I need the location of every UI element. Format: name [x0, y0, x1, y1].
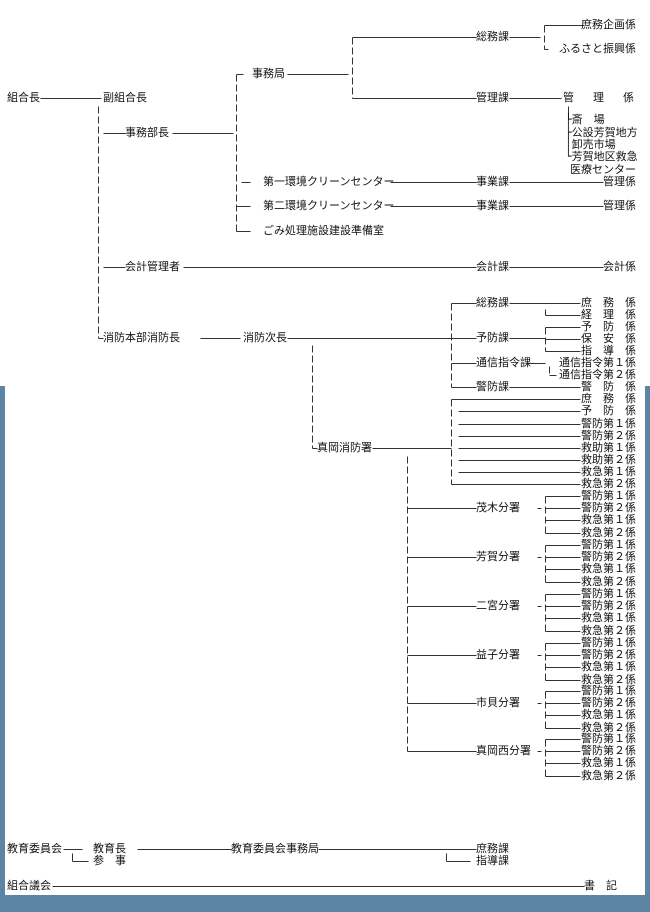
org-unit-label: 警防第１係	[581, 489, 636, 502]
org-unit-label: 救急第１係	[581, 513, 636, 526]
org-unit-label: 警防第１係	[581, 538, 636, 551]
org-unit-label: 会計管理者	[125, 260, 180, 273]
org-unit-label: ├公設芳賀地方	[565, 126, 638, 139]
org-unit-label: 予 防 係	[581, 320, 636, 333]
org-unit-label: 事務局	[252, 67, 285, 80]
org-unit-label: 警防第１係	[581, 587, 636, 600]
org-unit-label: 警防第２係	[581, 599, 636, 612]
org-unit-label: 教育委員会	[7, 842, 62, 855]
org-unit-label: 事業課	[476, 199, 509, 212]
org-unit-label: 副組合長	[103, 91, 147, 104]
org-unit-label: 指 導 係	[581, 344, 636, 357]
org-unit-label: 警防第２係	[581, 744, 636, 757]
org-unit-label: 通信指令第２係	[559, 368, 636, 381]
org-unit-label: 会計係	[603, 260, 636, 273]
org-unit-label: 組合議会	[7, 879, 51, 892]
org-unit-label: 庶務課	[476, 842, 509, 855]
org-unit-label: 教育委員会事務局	[231, 842, 319, 855]
chart-sheet-top	[0, 0, 650, 386]
org-unit-label: │卸売市場	[565, 138, 616, 151]
org-unit-label: ふるさと振興係	[559, 42, 636, 55]
org-unit-label: 警防課	[476, 380, 509, 393]
org-unit-label: ├斎 場	[565, 113, 605, 126]
org-unit-label: 消防本部消防長	[103, 331, 180, 344]
org-unit-label: 警防第１係	[581, 684, 636, 697]
org-unit-label: 警 防 係	[581, 380, 636, 393]
org-unit-label: 組合長	[7, 91, 40, 104]
org-unit-label: 救急第１係	[581, 708, 636, 721]
org-unit-label: 救急第１係	[581, 660, 636, 673]
org-unit-label: 管 理 係	[563, 91, 638, 104]
org-unit-label: 警防第２係	[581, 696, 636, 709]
org-unit-label: 第二環境クリーンセンター	[263, 199, 395, 212]
org-unit-label: 教育長	[93, 842, 126, 855]
org-unit-label: 救急第１係	[581, 465, 636, 478]
org-unit-label: 救急第２係	[581, 673, 636, 686]
org-unit-label: ごみ処理施設建設準備室	[263, 224, 384, 237]
org-unit-label: 保 安 係	[581, 332, 636, 345]
org-unit-label: 警防第２係	[581, 501, 636, 514]
chart-sheet	[5, 386, 645, 895]
org-unit-label: 管理課	[476, 91, 509, 104]
org-unit-label: 救急第１係	[581, 562, 636, 575]
org-unit-label: 医療センター	[570, 163, 636, 176]
org-unit-label: 会計課	[476, 260, 509, 273]
org-unit-label: 救助第１係	[581, 441, 636, 454]
org-unit-label: 予 防 係	[581, 404, 636, 417]
org-unit-label: 芳賀分署	[476, 550, 520, 563]
org-unit-label: 参 事	[93, 854, 126, 867]
org-unit-label: 消防次長	[243, 331, 287, 344]
org-unit-label: 救急第１係	[581, 611, 636, 624]
org-unit-label: 警防第１係	[581, 732, 636, 745]
org-unit-label: 市貝分署	[476, 696, 520, 709]
org-unit-label: 第一環境クリーンセンター	[263, 175, 395, 188]
org-unit-label: 茂木分署	[476, 501, 520, 514]
org-unit-label: 総務課	[476, 30, 509, 43]
org-unit-label: 救急第２係	[581, 624, 636, 637]
org-unit-label: 真岡西分署	[476, 744, 531, 757]
org-unit-label: 管理係	[603, 175, 636, 188]
org-unit-label: 救急第２係	[581, 575, 636, 588]
org-unit-label: 予防課	[476, 331, 509, 344]
org-unit-label: 庶 務 係	[581, 296, 636, 309]
org-unit-label: 警防第１係	[581, 417, 636, 430]
org-unit-label: 警防第１係	[581, 636, 636, 649]
org-unit-label: 通信指令課	[476, 356, 531, 369]
org-unit-label: 警防第２係	[581, 648, 636, 661]
org-unit-label: └芳賀地区救急	[565, 150, 638, 163]
org-unit-label: 経 理 係	[581, 308, 636, 321]
org-unit-label: 救急第１係	[581, 756, 636, 769]
org-unit-label: 警防第２係	[581, 429, 636, 442]
org-unit-label: 警防第２係	[581, 550, 636, 563]
org-unit-label: 救急第２係	[581, 477, 636, 490]
org-unit-label: 事業課	[476, 175, 509, 188]
org-unit-label: 通信指令第１係	[559, 356, 636, 369]
org-unit-label: 救急第２係	[581, 526, 636, 539]
org-unit-label: 書 記	[584, 879, 617, 892]
org-unit-label: 救急第２係	[581, 721, 636, 734]
org-unit-label: 二宮分署	[476, 599, 520, 612]
org-unit-label: 管理係	[603, 199, 636, 212]
org-unit-label: 庶務企画係	[581, 18, 636, 31]
org-unit-label: 指導課	[476, 854, 509, 867]
org-unit-label: 事務部長	[125, 126, 169, 139]
org-unit-label: 総務課	[476, 296, 509, 309]
org-unit-label: 真岡消防署	[317, 441, 372, 454]
org-unit-label: 庶 務 係	[581, 392, 636, 405]
org-unit-label: 救急第２係	[581, 769, 636, 782]
org-unit-label: 救助第２係	[581, 453, 636, 466]
org-unit-label: 益子分署	[476, 648, 520, 661]
